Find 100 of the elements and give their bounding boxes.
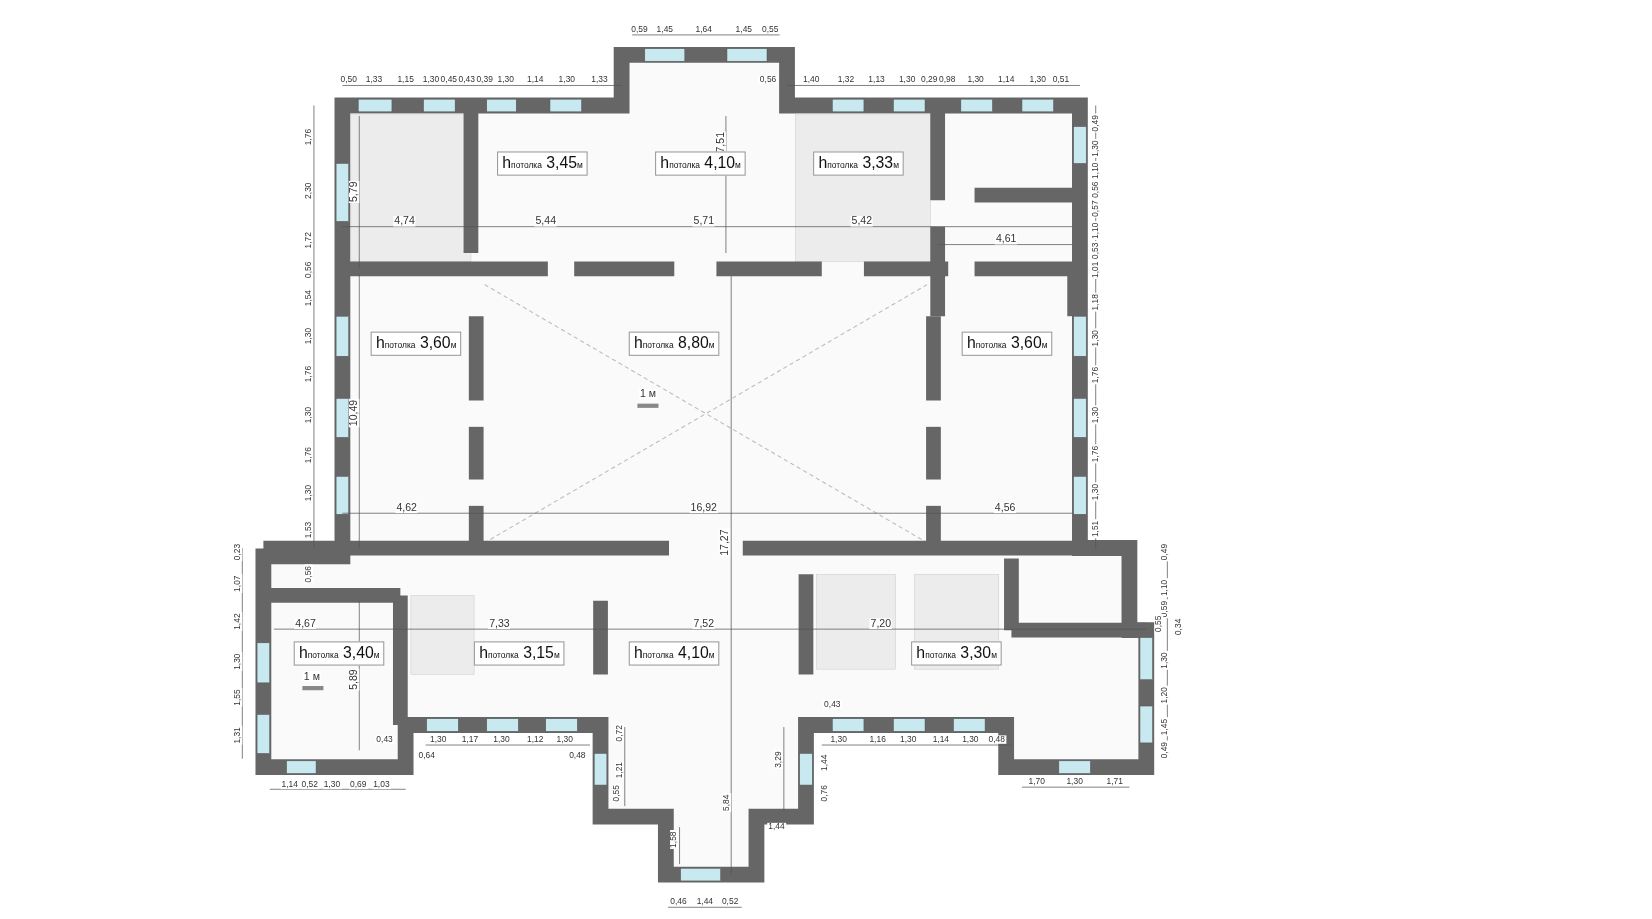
dimension-label: 5,42 [850, 216, 874, 227]
dimension-label: 0,34 [1174, 617, 1184, 637]
dimension-label: 0,76 [820, 784, 830, 803]
dimension-label: 10,49 [348, 398, 360, 428]
dimension-label: 1,30 [304, 483, 313, 503]
dimension-label: 5,71 [692, 216, 716, 227]
dimension-label: 1,76 [304, 364, 313, 384]
dimension-label: 0,23 [233, 542, 243, 562]
dimension-label: 0,56 [1091, 180, 1100, 199]
dimension-label: 1,30 [322, 780, 342, 790]
dimension-label: 0,29 [920, 75, 939, 85]
dimension-label: 1,76 [1091, 444, 1100, 464]
dimension-label: 1,14 [525, 75, 545, 85]
dimension-label: 3,29 [774, 750, 783, 769]
dimension-label: 1,17 [460, 735, 480, 744]
dimension-label: 1,30 [1091, 328, 1100, 348]
dimension-label: 0,45 [439, 75, 459, 85]
dimension-label: 1,30 [1028, 75, 1048, 85]
dimension-label: 1,30 [421, 75, 441, 85]
dimension-label: 1,30 [1065, 777, 1084, 786]
dimension-label: 7,51 [715, 130, 726, 154]
dimension-label: 1,01 [1091, 260, 1100, 279]
dimension-label: 1,10 [1161, 578, 1170, 598]
dimension-label: 0,43 [823, 700, 842, 710]
dimension-label: 1,18 [1091, 293, 1100, 312]
dimension-label: 1,51 [1091, 519, 1100, 539]
dimension-label: 0,64 [417, 751, 436, 760]
dimension-label: 1,44 [695, 897, 715, 907]
dimension-label: 1,30 [1091, 139, 1100, 158]
dimension-label: 0,39 [475, 75, 494, 85]
dimension-label: 1,30 [492, 735, 511, 744]
dimension-label: 1,13 [867, 75, 886, 85]
dimension-label: 0,49 [1091, 114, 1100, 133]
dimension-label: 4,61 [994, 233, 1018, 245]
dimension-label: 0,56 [304, 260, 313, 279]
dimension-label: 0,49 [1161, 740, 1170, 760]
dimension-label: 1,76 [1091, 365, 1100, 385]
dimension-label: 0,56 [304, 564, 313, 584]
dimension-label: 0,43 [457, 75, 476, 85]
dimension-label: 0,52 [300, 780, 319, 790]
dimension-label: 1,10 [1091, 161, 1100, 180]
dimension-label: 1,20 [1161, 686, 1170, 705]
dimension-label: 0,57 [1091, 199, 1100, 218]
dimension-label: 1,30 [304, 326, 313, 346]
dimension-label: 1,53 [304, 520, 313, 540]
dimension-label: 7,52 [692, 618, 716, 629]
dimension-label: 1,15 [396, 75, 415, 85]
dimension-label: 1,07 [233, 574, 243, 593]
dimension-label: 1,55 [233, 688, 243, 707]
dimension-label: 0,48 [568, 751, 587, 760]
dimension-label: 4,62 [395, 502, 418, 514]
dimension-label: 1,14 [996, 75, 1016, 85]
dimension-label: 1,70 [1027, 777, 1046, 786]
dimension-label: 1,30 [429, 735, 448, 744]
dimension-label: 1,12 [525, 735, 545, 744]
dimension-label: 1,30 [557, 75, 577, 85]
dimension-label: 5,84 [722, 793, 732, 813]
dimension-label: 0,50 [339, 75, 358, 85]
dimension-label: 1,45 [734, 25, 754, 34]
dimension-label: 1,30 [555, 735, 574, 744]
dimension-label: 1,10 [1091, 221, 1100, 240]
dimension-label: 1,31 [233, 726, 243, 745]
dimension-label: 1,30 [897, 75, 917, 85]
dimension-label: 1,14 [280, 780, 299, 790]
dimension-label: 1,71 [1105, 777, 1124, 786]
dimension-label: 1,44 [820, 753, 830, 773]
dimension-label: 1,76 [304, 127, 313, 147]
dimension-label: 1,45 [655, 25, 675, 34]
dimension-label: 1,30 [898, 735, 918, 744]
dimension-label: 0,52 [720, 897, 740, 907]
dimension-label: 0,72 [615, 724, 624, 743]
dimension-label: 1,30 [233, 652, 243, 671]
dimension-label: 1,64 [694, 25, 714, 34]
dimension-label: 1,30 [961, 735, 980, 744]
dimension-label: 5,79 [348, 180, 360, 204]
dimension-label: 1,03 [372, 780, 391, 790]
dimension-label: 0,49 [1161, 542, 1170, 562]
dimension-label: 1,33 [364, 75, 384, 85]
dimension-label: 1,30 [829, 735, 848, 744]
dimension-label: 1,30 [1091, 405, 1100, 425]
dimension-label: 1,45 [1161, 717, 1170, 737]
dimension-label: 4,56 [993, 502, 1017, 514]
dimension-label: 1,30 [304, 405, 313, 425]
dimension-label: 0,59 [630, 25, 649, 34]
dimension-label: 1,14 [931, 735, 951, 744]
dimension-label: 16,92 [689, 502, 718, 514]
dimension-label: 7,33 [488, 618, 511, 629]
dimension-label: 0,98 [937, 75, 957, 85]
dimension-label: 1,32 [836, 75, 856, 85]
dimension-label: 1 м [638, 388, 657, 400]
dimension-label: 0,69 [348, 780, 368, 790]
dimension-label: 2,30 [304, 181, 313, 200]
dimension-label: 1,33 [590, 75, 609, 85]
dimension-label: 1,72 [304, 230, 313, 250]
dimension-label: 1,58 [670, 830, 679, 849]
dimension-label: 4,67 [294, 618, 317, 629]
dimension-label: 1,30 [966, 75, 985, 85]
dimension-label: 5,44 [534, 216, 558, 227]
dimension-label: 1,54 [304, 288, 313, 308]
dimension-label: 1,44 [767, 822, 786, 832]
